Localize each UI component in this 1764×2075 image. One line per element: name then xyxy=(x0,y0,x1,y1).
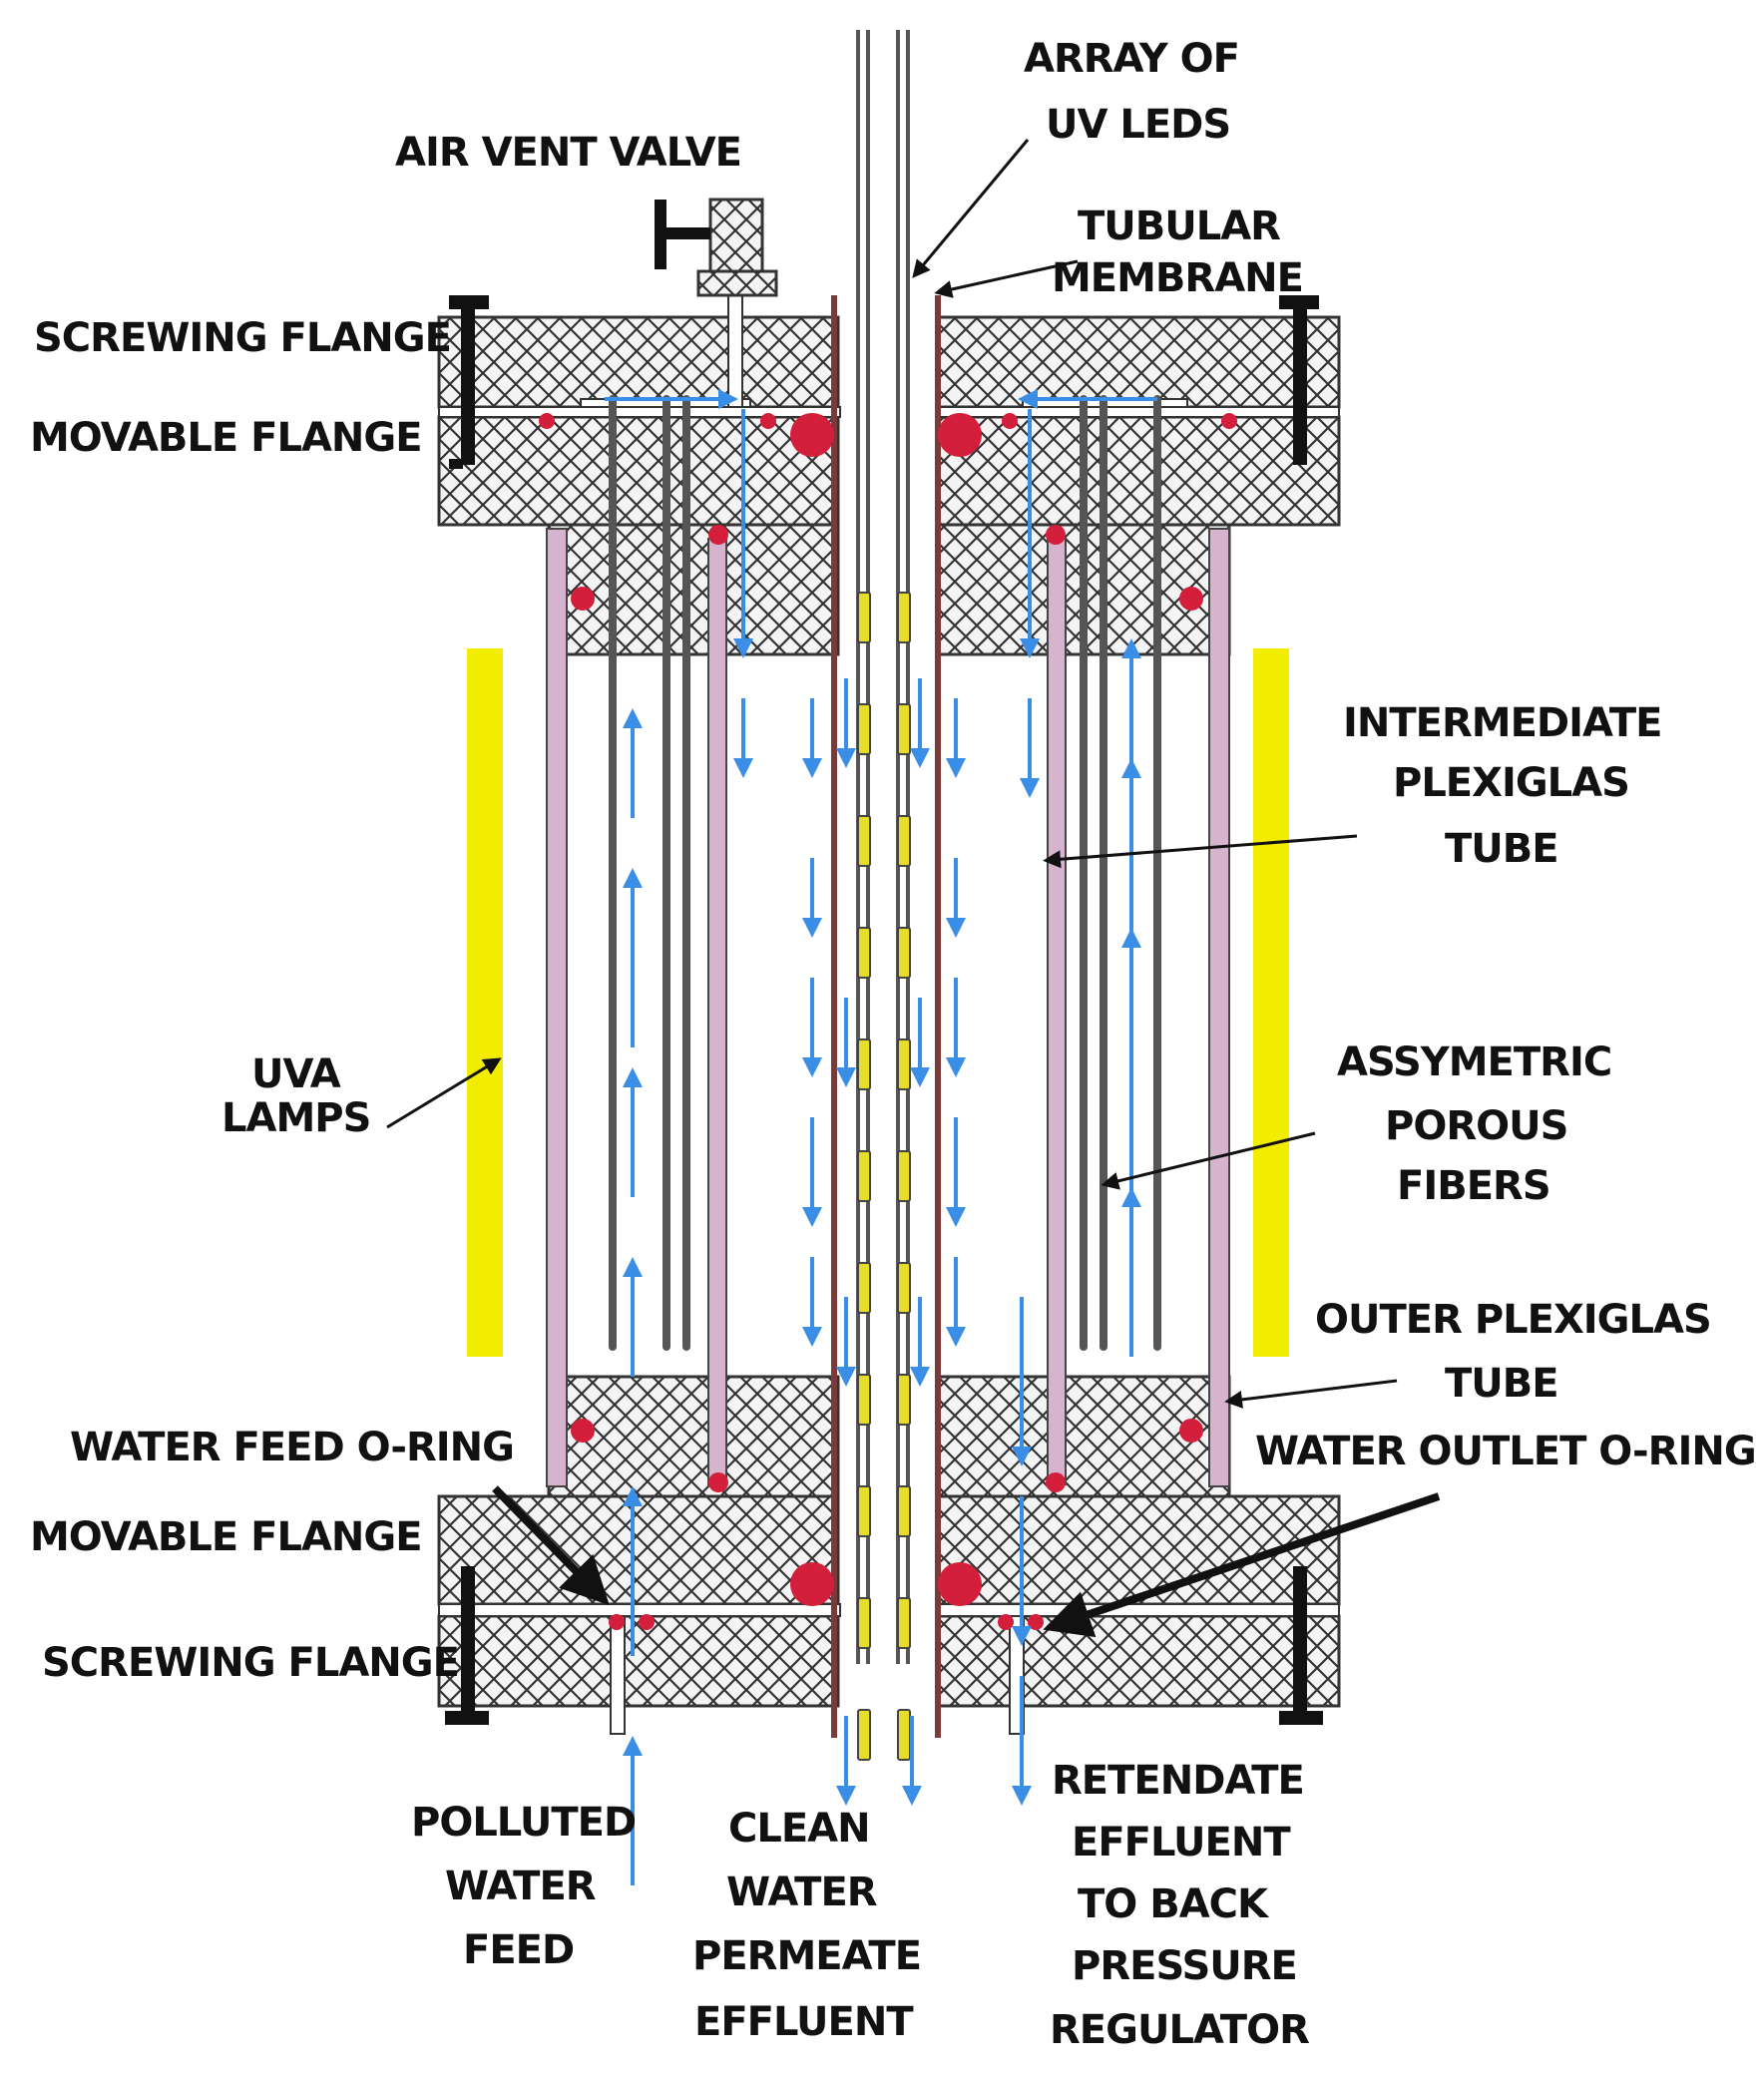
porous-fibers-label-line3: FIBERS xyxy=(1397,1163,1550,1209)
polluted-feed-label-line1: POLLUTED xyxy=(411,1800,636,1846)
uv-led xyxy=(897,1597,911,1649)
movable-flange-top-label: MOVABLE FLANGE xyxy=(30,415,422,461)
intermediate-tube-label-line2: PLEXIGLAS xyxy=(1393,760,1629,806)
water-feed-o-ring-label: WATER FEED O-RING xyxy=(70,1425,514,1470)
retendate-label-line1: RETENDATE xyxy=(1052,1758,1304,1804)
uv-led-array xyxy=(856,30,911,1761)
water-feed-o-ring-b xyxy=(639,1614,655,1630)
polluted-feed-label-line2: WATER xyxy=(445,1864,596,1909)
water-feed-o-ring-a xyxy=(609,1614,625,1630)
outer-tube-label-line2: TUBE xyxy=(1445,1361,1558,1407)
uva-lamps-label-line2: LAMPS xyxy=(221,1095,370,1141)
clean-permeate-label-line1: CLEAN xyxy=(728,1806,870,1852)
retendate-label-line4: PRESSURE xyxy=(1072,1943,1297,1989)
uv-led xyxy=(897,1038,911,1090)
top-movable-flange xyxy=(437,415,1341,656)
uv-led xyxy=(857,927,871,979)
thick-leader-arrows xyxy=(492,1485,1441,1638)
uv-led xyxy=(897,1709,911,1761)
uv-led xyxy=(857,1709,871,1761)
intermediate-plexiglas-tubes xyxy=(707,538,1067,1485)
uv-led xyxy=(897,1150,911,1202)
uv-led xyxy=(897,927,911,979)
outer-tube-label-line1: OUTER PLEXIGLAS xyxy=(1315,1297,1711,1343)
uv-led xyxy=(897,592,911,643)
uv-led xyxy=(897,1374,911,1426)
uva-lamps-label-line1: UVA xyxy=(251,1051,341,1097)
labels: AIR VENT VALVE ARRAY OF UV LEDS TUBULAR … xyxy=(30,36,1757,2053)
retendate-label-line2: EFFLUENT xyxy=(1072,1820,1291,1866)
top-screwing-flange xyxy=(437,315,1341,409)
clean-permeate-label-line3: PERMEATE xyxy=(692,1933,921,1979)
porous-fibers-label-line2: POROUS xyxy=(1385,1103,1567,1149)
large-o-ring-top-left xyxy=(790,413,834,457)
movable-flange-bottom-label: MOVABLE FLANGE xyxy=(30,1514,422,1560)
uva-lamp-right xyxy=(1253,648,1289,1357)
large-o-ring-top-right xyxy=(938,413,982,457)
flange-bolts xyxy=(445,295,1323,1725)
water-outlet-o-ring-a xyxy=(998,1614,1014,1630)
screwing-flange-top-label: SCREWING FLANGE xyxy=(34,315,451,361)
uv-led xyxy=(857,815,871,867)
tubular-membrane xyxy=(831,295,941,1738)
uv-led xyxy=(857,1485,871,1537)
water-outlet-o-ring-label: WATER OUTLET O-RING xyxy=(1255,1429,1756,1474)
large-o-ring-bottom-right xyxy=(938,1562,982,1606)
clean-permeate-label-line2: WATER xyxy=(726,1869,877,1915)
uva-lamps xyxy=(467,648,1289,1357)
tubular-membrane-label-line2: MEMBRANE xyxy=(1052,255,1303,301)
uv-led xyxy=(857,1597,871,1649)
uv-led xyxy=(897,1262,911,1314)
o-rings xyxy=(539,413,1237,1630)
intermediate-tube-label-line3: TUBE xyxy=(1445,826,1558,872)
uv-led xyxy=(897,1485,911,1537)
uv-led-array-label-line2: UV LEDS xyxy=(1046,102,1230,148)
retendate-label-line5: REGULATOR xyxy=(1050,2007,1309,2053)
flow-arrows xyxy=(605,389,1157,1885)
bottom-movable-flange xyxy=(437,1375,1341,1606)
uva-lamp-left xyxy=(467,648,503,1357)
polluted-feed-label-line3: FEED xyxy=(463,1927,574,1973)
tubular-membrane-label-line1: TUBULAR xyxy=(1078,204,1280,249)
large-o-ring-bottom-left xyxy=(790,1562,834,1606)
screwing-flange-bottom-label: SCREWING FLANGE xyxy=(42,1640,459,1686)
leader-lines xyxy=(386,139,1398,1409)
retendate-label-line3: TO BACK xyxy=(1078,1881,1270,1927)
porous-fibers-label-line1: ASSYMETRIC xyxy=(1337,1039,1611,1085)
air-vent-valve xyxy=(655,198,778,297)
bottom-screwing-flange xyxy=(437,1614,1341,1708)
uv-led xyxy=(857,1262,871,1314)
uv-led xyxy=(857,1374,871,1426)
air-vent-valve-label: AIR VENT VALVE xyxy=(395,130,741,176)
uv-led-array-label-line1: ARRAY OF xyxy=(1024,36,1239,82)
uv-led xyxy=(857,703,871,755)
uv-led xyxy=(857,592,871,643)
uv-led xyxy=(897,815,911,867)
uv-led xyxy=(897,703,911,755)
outer-plexiglas-tubes xyxy=(546,528,1230,1487)
uv-led xyxy=(857,1038,871,1090)
intermediate-tube-label-line1: INTERMEDIATE xyxy=(1343,700,1661,746)
uv-led xyxy=(857,1150,871,1202)
clean-permeate-label-line4: EFFLUENT xyxy=(694,1999,914,2045)
water-outlet-o-ring-b xyxy=(1028,1614,1044,1630)
